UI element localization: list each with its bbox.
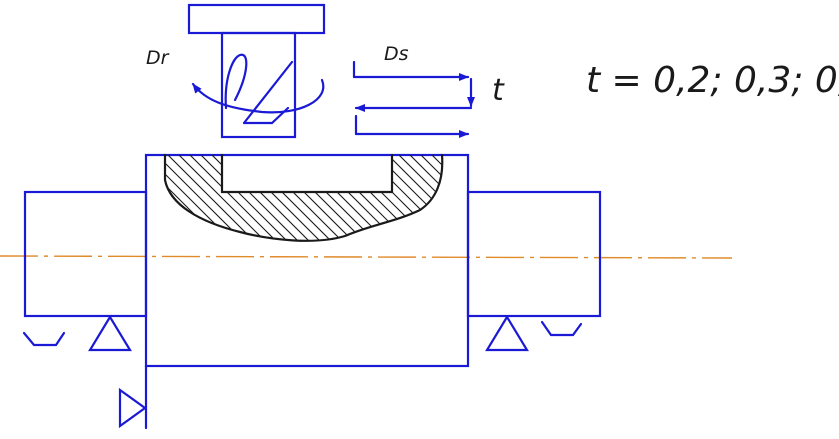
- right-support: [485, 314, 529, 352]
- hatch-line: [165, 155, 253, 241]
- hatch-line: [415, 155, 443, 241]
- cutter-flute: [224, 53, 248, 110]
- feed-depth-arrows: [352, 60, 475, 138]
- hatch-line: [165, 155, 209, 241]
- left-support: [88, 314, 132, 352]
- hatch-line: [228, 155, 330, 241]
- hatch-line: [581, 150, 681, 250]
- hatch-line: [559, 150, 659, 250]
- cutter-body: [220, 31, 297, 139]
- hatch-line: [184, 155, 286, 241]
- hatch-line: [283, 155, 385, 241]
- hatch-line: [482, 150, 582, 250]
- cutter-edge: [242, 60, 294, 125]
- depth-label: t: [492, 73, 505, 108]
- hatch-line: [537, 150, 637, 250]
- hatch-line: [404, 155, 443, 241]
- hatch-line: [449, 150, 549, 250]
- hatch-line: [195, 155, 297, 241]
- hatch-line: [460, 150, 560, 250]
- hatch-line: [20, 150, 120, 250]
- hatch-line: [42, 150, 142, 250]
- hatch-line: [349, 155, 443, 241]
- slot-outline: [220, 153, 394, 194]
- hatch-line: [570, 150, 670, 250]
- cut-contour: [163, 153, 444, 242]
- hatch-line: [173, 155, 275, 241]
- hatch-line: [504, 150, 604, 250]
- hatch-line: [360, 155, 443, 241]
- hatch-line: [603, 150, 703, 250]
- hatch-line: [526, 150, 626, 250]
- bottom-locator: [118, 387, 147, 429]
- hatch-line: [393, 155, 443, 241]
- left-clamp: [22, 331, 66, 347]
- hatch-line: [437, 155, 443, 241]
- depth-values-annotation: t = 0,2; 0,3; 0,4: [586, 60, 839, 101]
- rotation-arrow: [191, 78, 325, 114]
- hatch-line: [217, 155, 319, 241]
- axis-centerline: [0, 255, 733, 259]
- hatch-line: [250, 155, 352, 241]
- hatch-line: [316, 155, 418, 241]
- workpiece-right-shaft: [466, 190, 602, 318]
- hatch-line: [31, 150, 131, 250]
- feed-label: Ds: [384, 43, 409, 65]
- removed-material-hatch: [20, 150, 714, 250]
- hatch-line: [272, 155, 374, 241]
- hatch-line: [371, 155, 443, 241]
- hatch-line: [165, 155, 187, 241]
- cutter-holder: [187, 3, 326, 35]
- hatch-line: [64, 150, 164, 250]
- hatch-line: [614, 150, 714, 250]
- hatch-line: [592, 150, 692, 250]
- hatch-line: [53, 150, 153, 250]
- workpiece-left-shaft: [23, 190, 148, 318]
- hatch-line: [165, 155, 220, 241]
- hatch-line: [165, 155, 242, 241]
- hatch-line: [327, 155, 429, 241]
- hatch-line: [471, 150, 571, 250]
- rotation-label: Dr: [146, 47, 170, 69]
- hatch-line: [548, 150, 648, 250]
- hatch-line: [493, 150, 593, 250]
- hatch-line: [338, 155, 440, 241]
- hatch-line: [165, 155, 176, 241]
- right-clamp: [540, 320, 583, 337]
